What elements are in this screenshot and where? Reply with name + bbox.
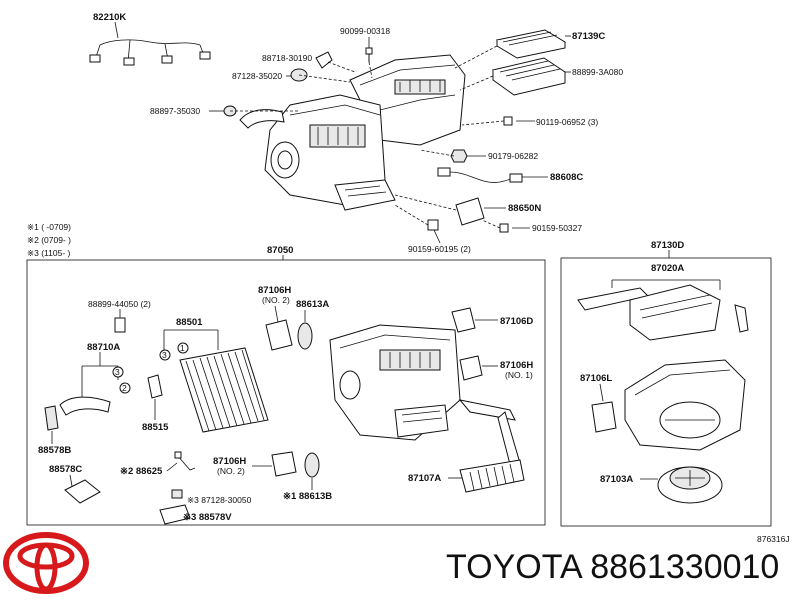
seal-88578C: [64, 479, 101, 504]
label-88613B: ※1 88613B: [283, 491, 332, 502]
label-88650N: 88650N: [508, 203, 541, 214]
label-87106H-no2-top: 87106H: [258, 285, 291, 296]
clip-87128-30050: [171, 489, 183, 499]
label-88718-30190: 88718-30190: [262, 53, 312, 63]
gear-88613B: [304, 452, 320, 478]
label-87106D: 87106D: [500, 316, 533, 327]
toyota-logo-icon: [3, 532, 89, 594]
label-88613A: 88613A: [296, 299, 329, 310]
note-1: ※1 ( -0709): [27, 222, 71, 232]
label-87050: 87050: [267, 245, 293, 256]
brand-part-title: TOYOTA 8861330010: [446, 548, 779, 587]
blower-housing: [624, 359, 746, 451]
part-number: 8861330010: [590, 548, 780, 586]
label-90159-60195: 90159-60195 (2): [408, 244, 471, 254]
label-87106H-no2-bottom: 87106H: [213, 456, 246, 467]
heater-unit-assembly-top: [239, 54, 466, 211]
label-88608C: 88608C: [550, 172, 583, 183]
servo-motor-87106H-no2-top: [265, 319, 293, 351]
label-88578B: 88578B: [38, 445, 71, 456]
blower-motor-87103A: [657, 466, 723, 504]
label-90119-06952: 90119-06952 (3): [536, 117, 598, 127]
label-88501: 88501: [176, 317, 203, 328]
label-88625: ※2 88625: [120, 466, 163, 477]
label-88899-44050: 88899-44050 (2): [88, 299, 151, 309]
label-88515: 88515: [142, 422, 169, 433]
label-90159-50327: 90159-50327: [532, 223, 582, 233]
sensor-harness-88608C: [437, 167, 523, 183]
amplifier-88650N: [455, 197, 485, 226]
label-87106H-no2-top-sub: (NO. 2): [262, 295, 290, 305]
label-88578V: ※3 88578V: [183, 512, 232, 523]
label-87020A: 87020A: [651, 263, 684, 274]
seal-88578V: [159, 504, 191, 525]
servo-motor-87106H-no1: [459, 355, 483, 381]
servo-motor-87106D: [451, 307, 476, 333]
callout-3a: 3: [115, 367, 120, 377]
label-87106L: 87106L: [580, 373, 612, 384]
label-87106H-no1-sub: (NO. 1): [505, 370, 533, 380]
label-87103A: 87103A: [600, 474, 633, 485]
label-90179-06282: 90179-06282: [488, 151, 538, 161]
label-88578C: 88578C: [49, 464, 82, 475]
label-87139C: 87139C: [572, 31, 605, 42]
callout-1: 1: [180, 343, 185, 353]
label-87130D: 87130D: [651, 240, 684, 251]
gear-88613A: [297, 322, 313, 350]
evaporator-88501: [179, 347, 269, 433]
heater-case: [329, 324, 461, 441]
blower-case-87020A: [577, 284, 749, 341]
filter-87139C: [495, 29, 567, 59]
label-88899-3A080: 88899-3A080: [572, 67, 623, 77]
callout-2: 2: [122, 383, 127, 393]
box-87050: [26, 259, 546, 526]
wire-harness-82210K: [89, 39, 211, 66]
note-3: ※3 (1105- ): [27, 248, 71, 258]
seal-88578B: [44, 405, 59, 431]
brand-name: TOYOTA: [446, 548, 581, 586]
callout-3b: 3: [162, 350, 167, 360]
label-87106H-no1: 87106H: [500, 360, 533, 371]
filter-case-88899-3A080: [491, 57, 567, 96]
diagram-code: 876316J: [757, 534, 790, 544]
heater-core-87107A: [458, 399, 525, 493]
label-87106H-no2-bottom-sub: (NO. 2): [217, 466, 245, 476]
label-82210K: 82210K: [93, 12, 126, 23]
label-88710A: 88710A: [87, 342, 120, 353]
expansion-valve-88515: [147, 374, 163, 399]
label-90099-00318: 90099-00318: [340, 26, 390, 36]
label-88897-35030: 88897-35030: [150, 106, 200, 116]
note-2: ※2 (0709- ): [27, 235, 71, 245]
servo-motor-87106L: [591, 401, 617, 433]
harness-88625: [174, 451, 182, 459]
label-87128-35020: 87128-35020: [232, 71, 282, 81]
servo-motor-87106H-no2-bottom: [271, 451, 297, 477]
label-87128-30050: ※3 87128-30050: [187, 495, 252, 505]
label-87107A: 87107A: [408, 473, 441, 484]
box-87130D: [560, 257, 772, 527]
